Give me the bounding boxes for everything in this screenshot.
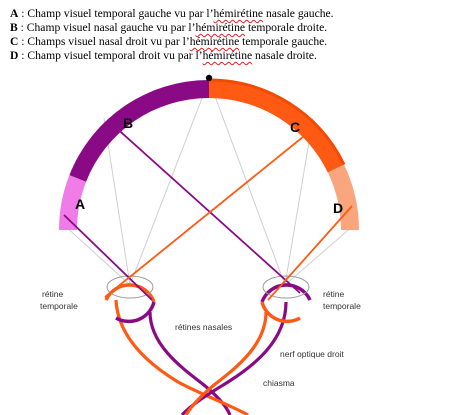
- eye-left-retina-nasal: [115, 301, 156, 324]
- label-chiasma: chiasma: [263, 378, 295, 388]
- arc-label-b: B: [123, 115, 133, 131]
- legend-term: hémirétine: [202, 49, 253, 62]
- arc-edge-c: [208, 78, 346, 166]
- legend-text-end: temporale gauche.: [239, 35, 328, 48]
- projection-line-d: [267, 205, 353, 301]
- label-temporale-right: temporale: [323, 301, 361, 311]
- sight-line: [284, 224, 355, 286]
- projection-line-c: [104, 127, 315, 298]
- legend-text-end: temporale droite.: [245, 21, 328, 34]
- sight-lines: [63, 79, 355, 286]
- arc-label-d: D: [333, 200, 343, 216]
- legend-term: hémirétine: [195, 21, 246, 34]
- legend-text-end: nasale droite.: [252, 49, 317, 62]
- label-nerf-optique: nerf optique droit: [280, 349, 344, 359]
- legend-key: A: [10, 7, 19, 20]
- legend-row-a: A : Champ visuel temporal gauche vu par …: [10, 7, 445, 21]
- legend-text: Champ visuel temporal droit vu par l’: [27, 49, 203, 62]
- label-retine-right: rétine: [323, 289, 345, 299]
- legend-term: hémirétine: [213, 7, 264, 20]
- legend-text: Champ visuel temporal gauche vu par l’: [27, 7, 214, 20]
- nerve-left-temporal: [114, 299, 249, 415]
- legend-text: Champ visuel nasal gauche vu par l’: [26, 21, 196, 34]
- label-temporale-left: temporale: [40, 301, 78, 311]
- eye-right: [260, 275, 312, 324]
- legend: A : Champ visuel temporal gauche vu par …: [10, 7, 445, 63]
- eye-right-lens: [262, 275, 310, 299]
- sight-line: [103, 117, 131, 286]
- arc-segment-b: [69, 80, 210, 182]
- eye-right-retina-temporal: [260, 283, 312, 303]
- sight-line: [284, 117, 314, 286]
- legend-sep: :: [18, 7, 28, 20]
- eye-left-retina-temporal: [104, 283, 156, 303]
- nerve-right-nasal: [184, 311, 268, 415]
- arc-label-a: A: [75, 196, 85, 212]
- projection-line-a: [63, 214, 153, 301]
- legend-key: C: [10, 35, 19, 48]
- legend-term: hémirétine: [189, 35, 240, 48]
- label-retines-nasales: rétines nasales: [175, 322, 232, 332]
- projection-lines: [63, 124, 353, 301]
- legend-key: B: [10, 21, 18, 34]
- label-retine-left: rétine: [42, 289, 64, 299]
- legend-row-b: B : Champ visuel nasal gauche vu par l’h…: [10, 21, 445, 35]
- legend-sep: :: [18, 49, 28, 62]
- legend-sep: :: [17, 21, 27, 34]
- visual-field-arc: [59, 74, 360, 230]
- legend-row-d: D : Champ visuel temporal droit vu par l…: [10, 49, 445, 63]
- legend-text: Champs visuel nasal droit vu par l’: [27, 35, 190, 48]
- sight-line: [129, 79, 210, 286]
- legend-text-end: nasale gauche.: [263, 7, 334, 20]
- optic-pathways: [114, 299, 288, 415]
- fixation-point: [205, 74, 213, 82]
- legend-row-c: C : Champs visuel nasal droit vu par l’h…: [10, 35, 445, 49]
- legend-sep: :: [18, 35, 28, 48]
- projection-line-b: [112, 124, 301, 294]
- arc-label-c: C: [290, 119, 300, 135]
- arc-segment-d: [327, 164, 360, 230]
- sight-line: [63, 224, 131, 286]
- eye-right-retina-nasal: [260, 301, 301, 324]
- legend-key: D: [10, 49, 19, 62]
